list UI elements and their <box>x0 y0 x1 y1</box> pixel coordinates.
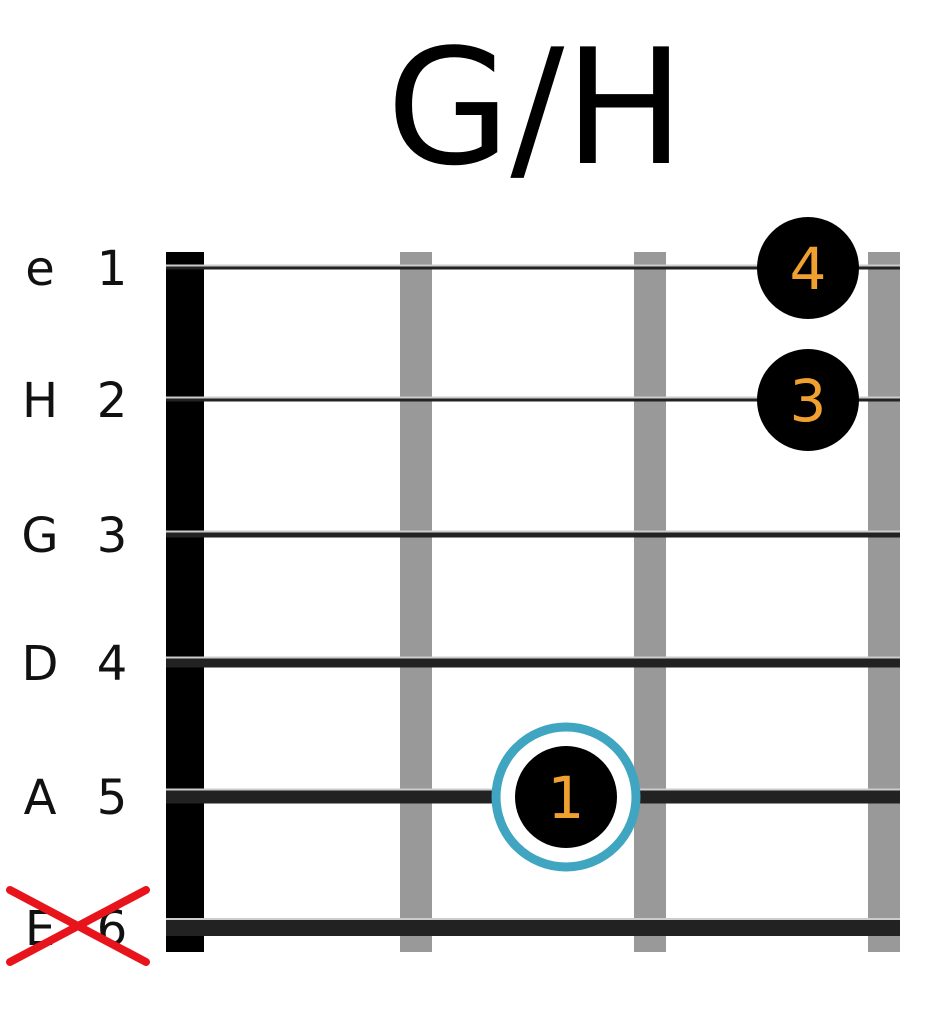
string-name-3: G <box>21 508 58 564</box>
string-number-4: 4 <box>97 636 128 692</box>
string-name-4: D <box>22 636 59 692</box>
string-3 <box>166 532 900 538</box>
string-2-highlight <box>166 396 900 399</box>
finger-dot-string-2: 3 <box>757 349 859 451</box>
finger-dot <box>757 349 859 451</box>
finger-dot-string-5: 1 <box>491 722 641 872</box>
frets <box>166 252 900 952</box>
string-number-3: 3 <box>97 508 128 564</box>
finger-number: 3 <box>790 367 827 435</box>
finger-number: 1 <box>548 764 585 832</box>
string-6 <box>166 920 900 936</box>
string-4 <box>166 658 900 668</box>
mute-x-stroke-b <box>6 886 150 966</box>
chord-title: G/H <box>386 14 685 201</box>
string-name-5: A <box>24 770 57 826</box>
string-1 <box>166 266 900 270</box>
string-2 <box>166 398 900 402</box>
string-number-2: 2 <box>97 373 128 429</box>
string-name-2: H <box>22 373 58 429</box>
string-6-highlight <box>166 918 900 920</box>
finger-dot-string-1: 4 <box>757 217 859 319</box>
finger-number: 4 <box>790 235 827 303</box>
finger-dot <box>757 217 859 319</box>
fret-3 <box>868 252 900 952</box>
fingerings: 4 3 1 <box>491 217 859 872</box>
string-4-highlight <box>166 656 900 659</box>
string-number-1: 1 <box>97 241 128 297</box>
string-number-5: 5 <box>97 770 128 826</box>
string-name-1: e <box>25 241 55 297</box>
fret-1 <box>400 252 432 952</box>
string-3-highlight <box>166 530 900 533</box>
muted-markers <box>6 886 150 966</box>
strings <box>166 264 900 936</box>
fret-2 <box>634 252 666 952</box>
finger-dot <box>515 746 617 848</box>
nut <box>166 252 204 952</box>
string-1-highlight <box>166 264 900 267</box>
